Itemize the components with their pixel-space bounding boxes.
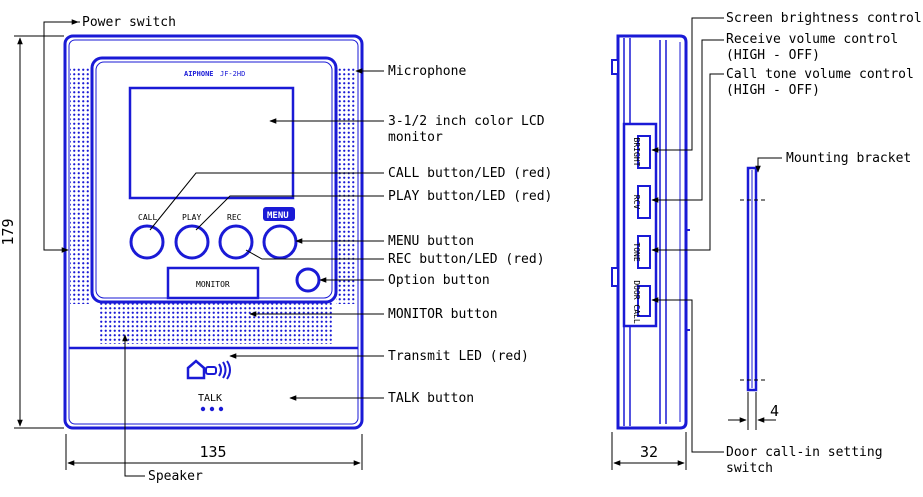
label-receive-volume: Receive volume control [726, 32, 898, 47]
transmit-led-icon [186, 359, 231, 380]
side-leader-lines [651, 17, 782, 453]
play-caption: PLAY [182, 213, 201, 222]
width-dimension: 135 [199, 443, 226, 461]
label-mounting-bracket: Mounting bracket [786, 151, 911, 166]
tone-caption: TONE [632, 242, 641, 261]
label-transmit-led: Transmit LED (red) [388, 349, 529, 364]
label-menu-button: MENU button [388, 234, 474, 249]
front-housing-inner [68, 39, 359, 425]
front-dimensions: 179 135 [0, 35, 363, 470]
rec-button[interactable] [218, 224, 254, 260]
rcv-caption: RCV [632, 195, 641, 210]
side-nub-bottom [611, 267, 619, 287]
label-brightness-control: Screen brightness control [726, 11, 922, 26]
label-speaker: Speaker [148, 469, 203, 484]
play-button[interactable] [174, 224, 210, 260]
lcd-monitor [128, 86, 295, 200]
depth-dimension: 32 [640, 443, 658, 461]
door-call-in-switch[interactable] [637, 285, 651, 317]
rec-caption: REC [227, 213, 242, 222]
monitor-caption: MONITOR [196, 280, 230, 289]
label-microphone: Microphone [388, 64, 466, 79]
label-call-tone-volume: Call tone volume control [726, 67, 914, 82]
side-nub-top [611, 59, 619, 75]
side-labels: Screen brightness control Receive volume… [726, 11, 922, 476]
call-tone-volume-control[interactable] [637, 235, 651, 269]
menu-caption: MENU [267, 211, 289, 221]
microphone-grille-left [70, 68, 90, 304]
talk-caption: TALK [198, 393, 222, 404]
label-rec-button: REC button/LED (red) [388, 252, 545, 267]
label-talk-button: TALK button [388, 391, 474, 406]
talk-dots-icon [200, 406, 224, 412]
call-button[interactable] [129, 224, 165, 260]
bright-caption: BRIGHT [632, 138, 641, 167]
front-leader-lines [43, 19, 384, 477]
label-door-call-switch-line2: switch [726, 461, 773, 476]
bracket-dimension: 4 [770, 402, 779, 420]
front-labels: Power switch Microphone 3-1/2 inch color… [82, 15, 552, 484]
label-power-switch: Power switch [82, 15, 176, 30]
receive-volume-control[interactable] [637, 185, 651, 219]
monitor-button[interactable] [166, 266, 260, 300]
label-lcd-monitor-line1: 3-1/2 inch color LCD [388, 114, 545, 129]
model-name: JF-2HD [220, 70, 245, 78]
front-housing [63, 34, 364, 430]
label-option-button: Option button [388, 273, 490, 288]
side-view: BRIGHT RCV TONE DOOR CALL [611, 34, 766, 430]
label-call-tone-volume-range: (HIGH - OFF) [726, 83, 820, 98]
brightness-control[interactable] [637, 135, 651, 169]
label-call-button: CALL button/LED (red) [388, 166, 552, 181]
call-caption: CALL [138, 213, 157, 222]
side-dimensions: 32 4 [611, 392, 779, 470]
door-call-caption: DOOR CALL [632, 280, 641, 324]
label-receive-volume-range: (HIGH - OFF) [726, 48, 820, 63]
front-view: AIPHONE JF-2HD CALL PLAY REC MENU MONITO… [63, 34, 364, 430]
height-dimension: 179 [0, 218, 17, 245]
label-play-button: PLAY button/LED (red) [388, 189, 552, 204]
label-door-call-switch-line1: Door call-in setting [726, 445, 883, 460]
brand-logo: AIPHONE [184, 70, 214, 78]
menu-caption-box [263, 207, 295, 221]
label-monitor-button: MONITOR button [388, 307, 498, 322]
speaker-grille [98, 298, 334, 344]
option-button[interactable] [295, 267, 321, 293]
talk-button[interactable] [72, 351, 355, 421]
microphone-grille-right [336, 68, 356, 304]
menu-button[interactable] [262, 224, 298, 260]
label-lcd-monitor-line2: monitor [388, 130, 443, 145]
